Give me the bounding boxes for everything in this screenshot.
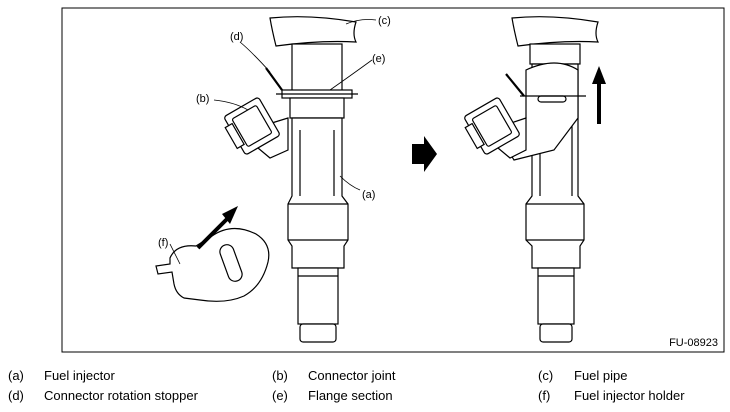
legend: (a) Fuel injector (b) Connector joint (c… xyxy=(0,360,730,412)
rotation-stopper-left xyxy=(265,67,283,91)
right-assembly xyxy=(464,16,599,343)
callout-c: (c) xyxy=(378,15,391,27)
legend-text: Fuel injector holder xyxy=(574,388,685,403)
legend-key: (d) xyxy=(8,388,24,403)
injector-upper-left xyxy=(289,97,345,119)
nozzle-left xyxy=(297,267,339,325)
callout-a: (a) xyxy=(362,189,375,201)
legend-key: (b) xyxy=(272,368,288,383)
legend-text: Fuel injector xyxy=(44,368,115,383)
callout-leaders xyxy=(169,19,377,265)
lift-arrow xyxy=(592,66,606,124)
legend-text: Connector joint xyxy=(308,368,396,383)
callout-d: (d) xyxy=(230,31,243,43)
figure-code: FU-08923 xyxy=(669,337,718,349)
left-assembly xyxy=(224,16,358,343)
legend-key: (c) xyxy=(538,368,554,383)
legend-text: Connector rotation stopper xyxy=(44,388,198,403)
legend-text: Flange section xyxy=(308,388,393,403)
fuel-pipe-right xyxy=(511,16,599,47)
fuel-pipe-left xyxy=(269,16,357,47)
connector-joint-right xyxy=(464,97,520,155)
callout-b: (b) xyxy=(196,93,209,105)
callout-f: (f) xyxy=(158,237,168,249)
legend-key: (f) xyxy=(538,388,551,403)
callout-e: (e) xyxy=(372,53,385,65)
legend-key: (e) xyxy=(272,388,288,403)
fuel-injector-left xyxy=(287,117,349,269)
connector-joint-left xyxy=(224,97,280,155)
pipe-stem-left xyxy=(291,43,343,95)
fuel-injector-holder xyxy=(155,227,270,302)
legend-key: (a) xyxy=(8,368,24,383)
figure-diagram: (c) (d) (e) (b) (a) (f) FU-08923 xyxy=(61,7,725,353)
legend-text: Fuel pipe xyxy=(574,368,628,383)
process-arrow xyxy=(412,136,437,172)
figure-border xyxy=(61,7,725,353)
insert-arrow xyxy=(196,206,238,250)
